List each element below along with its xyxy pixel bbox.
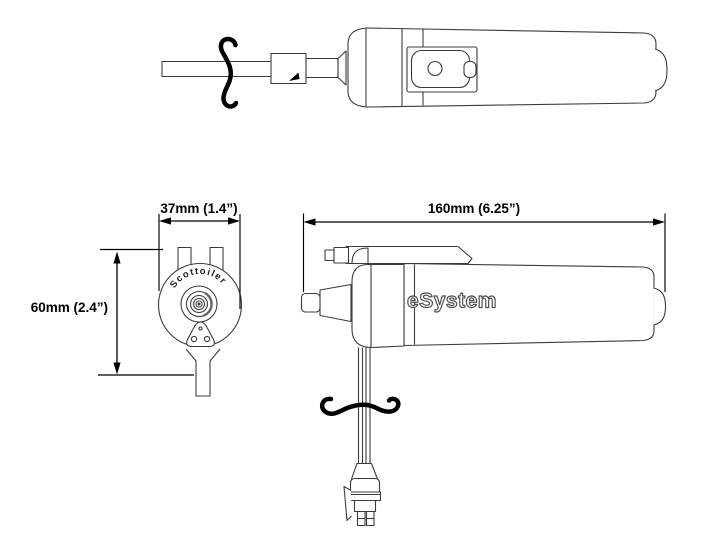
tube-break-symbol (218, 36, 239, 109)
oil-tube (161, 60, 273, 78)
side-badge-text: eSystem (407, 290, 497, 313)
connector-band (348, 491, 382, 502)
arrowhead-right (653, 218, 665, 226)
top-fitting-collar (351, 247, 369, 265)
top-view-drawing (161, 27, 668, 109)
sleeve-notch (289, 72, 300, 81)
nozzle-cone (319, 283, 352, 323)
pump-body-top (347, 27, 657, 108)
tube-stub (305, 57, 339, 79)
front-width-label: 37mm (1.4”) (160, 201, 237, 216)
side-length-dimension: 160mm (6.25”) (302, 201, 666, 292)
connector-latch (343, 485, 352, 522)
front-height-dimension: 60mm (2.4”) (31, 248, 194, 376)
latch-tab (463, 60, 477, 79)
connector-upper-body (349, 477, 381, 493)
side-view-drawing: eSystem (300, 245, 667, 527)
latch-hole (427, 60, 443, 77)
inlet-flare (337, 50, 347, 86)
connector-neck (350, 462, 379, 480)
nozzle-tip (300, 292, 321, 313)
nozzle-center-dot (197, 302, 201, 306)
nozzle-ring-5 (195, 300, 203, 308)
arrowhead-bottom (113, 362, 121, 375)
end-cap-top (654, 48, 668, 92)
breather-valve (186, 321, 215, 348)
bottom-stem-fill (186, 349, 220, 396)
arrowhead-top (113, 251, 121, 264)
arrowhead-left (303, 218, 316, 226)
valve-hole-right (203, 335, 211, 343)
reservoir-body (403, 262, 655, 347)
front-width-dimension: 37mm (1.4”) (158, 201, 241, 309)
arrowhead-right (228, 217, 240, 225)
front-height-label: 60mm (2.4”) (31, 300, 108, 315)
pump-head (351, 263, 405, 349)
bottom-stem (185, 348, 221, 397)
end-cap-side (653, 287, 667, 326)
front-view-drawing: Scottoiler (157, 246, 243, 397)
connector-plug (343, 462, 382, 527)
arrowhead-left (159, 217, 171, 225)
nozzle-knurl-arc (202, 292, 213, 317)
nozzle-ring-3 (189, 294, 209, 314)
top-fitting-tip (324, 249, 335, 262)
tube-sleeve (270, 52, 307, 85)
cable-break-symbol (319, 396, 401, 416)
valve-hole-left (190, 335, 198, 343)
side-length-label: 160mm (6.25”) (428, 201, 520, 216)
nozzle-ring-4 (192, 297, 206, 311)
top-fitting-body (333, 246, 350, 264)
connector-lower-body (353, 499, 377, 513)
valve-hole-top (198, 326, 203, 331)
latch-button (410, 49, 471, 89)
